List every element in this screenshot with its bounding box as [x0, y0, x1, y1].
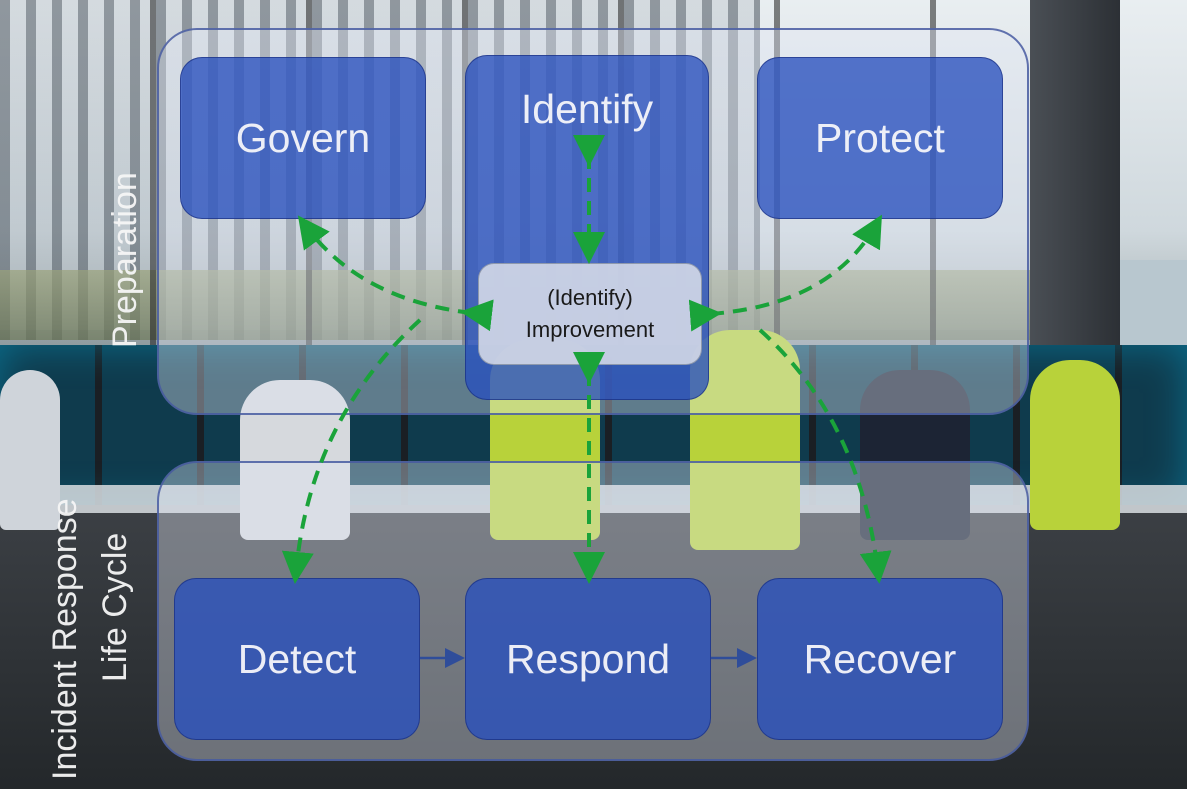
respond-box: Respond	[465, 578, 711, 740]
arrow-improvement-detect	[281, 318, 422, 584]
govern-label: Govern	[235, 114, 371, 161]
arrow-protect-improvement	[688, 214, 882, 332]
identify-label: Identify	[520, 86, 654, 132]
recover-label: Recover	[803, 635, 957, 682]
arrow-improvement-recover	[758, 328, 892, 584]
govern-box: Govern	[180, 57, 426, 219]
improvement-line-2: Improvement	[525, 317, 655, 342]
detect-box: Detect	[174, 578, 420, 740]
recover-box: Recover	[757, 578, 1003, 740]
detect-label: Detect	[237, 635, 357, 682]
protect-box: Protect	[757, 57, 1003, 219]
protect-label: Protect	[815, 114, 945, 161]
arrow-govern-improvement	[297, 215, 494, 332]
respond-label: Respond	[505, 635, 671, 682]
improvement-line-1: (Identify)	[547, 285, 633, 310]
